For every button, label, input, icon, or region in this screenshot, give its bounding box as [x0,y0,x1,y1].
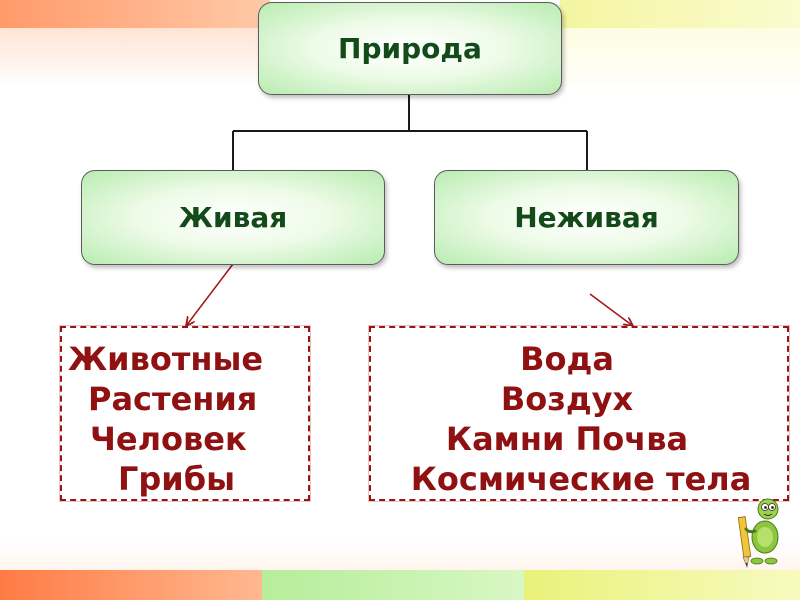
bottom-stripe-orange [0,570,262,600]
node-living: Живая [81,170,385,265]
bottom-stripe-yellow [524,570,800,600]
left-arrow [186,263,234,326]
list-item: Животные [68,340,264,378]
bottom-fade [0,540,800,570]
list-item: Грибы [118,460,235,498]
root-node-label: Природа [338,32,482,65]
node-nonliving-label: Неживая [514,201,659,234]
root-node-nature: Природа [258,2,562,95]
list-item: Камни Почва [445,420,689,458]
list-item: Вода [520,340,614,378]
bottom-stripe-green [262,570,524,600]
list-item: Космические тела [410,460,752,498]
turtle-with-pencil-icon [737,498,779,569]
right-arrow [589,293,633,326]
top-stripe-right [560,0,800,28]
top-stripe-left [0,0,270,28]
top-fade-right [560,28,800,98]
list-item: Воздух [500,380,634,418]
node-living-label: Живая [178,201,288,234]
top-fade-left [0,28,270,88]
list-item: Человек [90,420,247,458]
nonliving-examples-list: Вода Воздух Камни Почва Космические тела [368,325,790,502]
living-examples-list: Животные Растения Человек Грибы [59,325,311,502]
list-item: Растения [88,380,258,418]
node-nonliving: Неживая [434,170,739,265]
